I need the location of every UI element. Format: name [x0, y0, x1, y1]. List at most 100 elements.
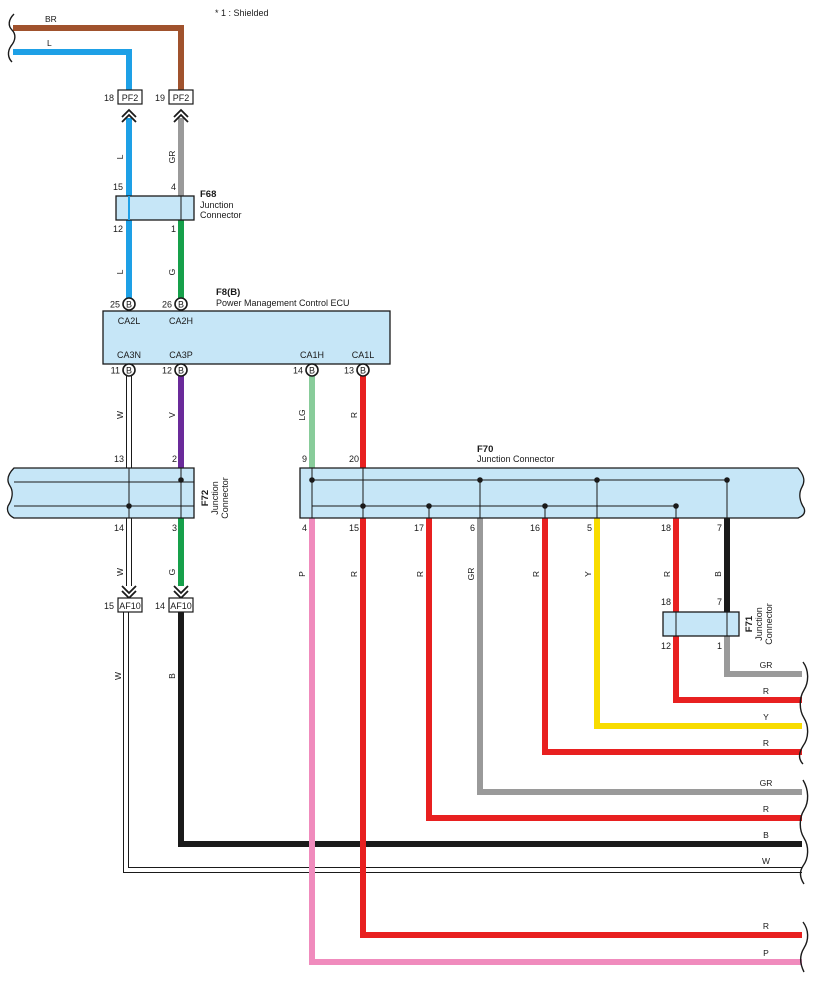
f70-pin: 17 [414, 523, 424, 533]
af10-pin: 14 [155, 601, 165, 611]
f8-pin-mark: B [126, 300, 132, 310]
f8-terminal: CA3N [117, 350, 141, 360]
f72-name-1: Junction [210, 481, 220, 515]
pf2-label: PF2 [122, 93, 139, 103]
wire-w-bottom-inner [124, 612, 802, 872]
connector-f68: 15 4 12 1 F68 Junction Connector [113, 182, 242, 234]
right-break-icon [799, 921, 809, 973]
chevron-down-icon [121, 585, 137, 600]
chevron-down-icon [173, 585, 189, 600]
f72-pin: 14 [114, 523, 124, 533]
wire-label: R [531, 571, 541, 577]
f8-name: Power Management Control ECU [216, 298, 350, 308]
f68-pin: 1 [171, 224, 176, 234]
wire-r-f71 [673, 636, 802, 703]
f70-pin: 4 [302, 523, 307, 533]
f72-id: F72 [200, 490, 211, 506]
f72-pin: 13 [114, 454, 124, 464]
f8-pin-num: 25 [110, 300, 120, 310]
left-break-icon [7, 13, 16, 63]
connector-af10-14: AF10 14 [155, 585, 194, 613]
wire-b-bottom [178, 612, 802, 847]
wire-label: R [763, 738, 769, 748]
f8-pin-mark: B [126, 366, 132, 376]
wire-r17-f70 [426, 518, 802, 821]
f70-pin: 5 [587, 523, 592, 533]
wire-p-f70 [309, 518, 802, 965]
f8-terminal: CA1L [352, 350, 375, 360]
f72-name-2: Connector [220, 477, 230, 519]
right-break-icon [798, 661, 809, 765]
chevron-up-icon [121, 108, 137, 123]
wire-y5-f70 [594, 518, 802, 729]
shielded-note: * 1 : Shielded [215, 8, 269, 18]
f72-pin: 2 [172, 454, 177, 464]
wire-label: L [47, 38, 52, 48]
f68-pin: 15 [113, 182, 123, 192]
wire-gr-f71 [724, 636, 802, 677]
wire-r16-f70 [542, 518, 802, 755]
pf2-label: PF2 [173, 93, 190, 103]
f8-pin-mark: B [178, 300, 184, 310]
wire-label: GR [466, 568, 476, 581]
wire-label: Y [583, 571, 593, 577]
wire-label: G [167, 269, 177, 276]
wire-label: B [713, 571, 723, 577]
wire-label: R [349, 412, 359, 418]
wire-label: W [115, 568, 125, 576]
wire-label: P [763, 948, 769, 958]
pf2-pin: 19 [155, 93, 165, 103]
wire-label: L [115, 269, 125, 274]
f71-pin: 7 [717, 597, 722, 607]
f8-terminal: CA2L [118, 316, 141, 326]
f8-terminal: CA2H [169, 316, 193, 326]
f8-pin-num: 14 [293, 366, 303, 376]
f70-pin: 9 [302, 454, 307, 464]
wire-label: R [349, 571, 359, 577]
wire-label: V [167, 412, 177, 418]
chevron-up-icon [173, 108, 189, 123]
connector-af10-15: AF10 15 [104, 585, 143, 613]
wire-label: BR [45, 14, 57, 24]
f8-pin-num: 13 [344, 366, 354, 376]
f70-pin: 20 [349, 454, 359, 464]
f71-pin: 18 [661, 597, 671, 607]
wire-label: W [113, 672, 123, 680]
f70-pin: 18 [661, 523, 671, 533]
f70-pin: 15 [349, 523, 359, 533]
f68-id: F68 [200, 189, 216, 200]
f71-name-2: Connector [764, 603, 774, 645]
f70-pin: 7 [717, 523, 722, 533]
pf2-pin: 18 [104, 93, 114, 103]
wire-label: L [115, 154, 125, 159]
f8-pin-mark: B [309, 366, 315, 376]
wire-label: Y [763, 712, 769, 722]
af10-label: AF10 [170, 601, 192, 611]
wire-w-bottom-outer [123, 612, 802, 873]
wire-label: P [297, 571, 307, 577]
f72-pin: 3 [172, 523, 177, 533]
wire-label: W [762, 856, 770, 866]
wire-label: G [167, 569, 177, 576]
f8-pin-mark: B [360, 366, 366, 376]
wire-r15-f70 [360, 518, 802, 938]
wire-label: GR [760, 778, 773, 788]
f8-pin-num: 12 [162, 366, 172, 376]
wire-label: B [763, 830, 769, 840]
wire-label: W [115, 411, 125, 419]
f8-terminal: CA3P [169, 350, 193, 360]
wire-label: R [415, 571, 425, 577]
f8-id: F8(B) [216, 287, 240, 298]
f70-name: Junction Connector [477, 454, 555, 464]
wire-label: GR [167, 151, 177, 164]
f70-pin: 6 [470, 523, 475, 533]
wire-label: R [763, 921, 769, 931]
f70-pin: 16 [530, 523, 540, 533]
f71-name-1: Junction [754, 607, 764, 641]
wire-label: R [662, 571, 672, 577]
f68-pin: 12 [113, 224, 123, 234]
wire-label: R [763, 686, 769, 696]
af10-pin: 15 [104, 601, 114, 611]
wire-label: GR [760, 660, 773, 670]
